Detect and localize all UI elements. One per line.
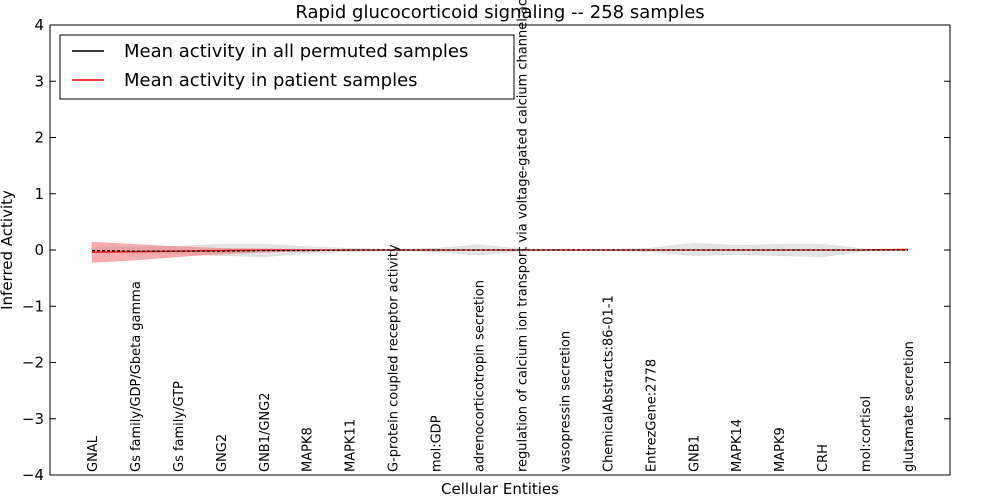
category-label: mol:cortisol [859, 396, 874, 472]
category-label: MAPK11 [344, 419, 359, 472]
chart-title: Rapid glucocorticoid signaling -- 258 sa… [295, 2, 704, 23]
series-line-permuted [91, 249, 908, 252]
category-label: GNAL [86, 435, 101, 472]
category-label: glutamate secretion [902, 341, 917, 472]
category-label: GNG2 [215, 434, 230, 472]
y-tick-label: −1 [22, 297, 44, 315]
x-axis-label: Cellular Entities [441, 480, 559, 498]
y-tick-label: −3 [22, 410, 44, 428]
category-label: GNB1 [687, 435, 702, 472]
category-label: Gs family/GTP [172, 381, 187, 472]
y-tick-label: 1 [34, 185, 44, 203]
y-tick-label: −2 [22, 354, 44, 372]
legend-label-patient: Mean activity in patient samples [124, 70, 418, 91]
legend-label-permuted: Mean activity in all permuted samples [124, 41, 468, 62]
category-label: regulation of calcium ion transport via … [515, 0, 530, 472]
y-axis-label: Inferred Activity [0, 190, 16, 310]
y-tick-label: 3 [34, 72, 44, 90]
legend-box [59, 34, 515, 100]
category-label: mol:GDP [430, 415, 445, 472]
category-label: EntrezGene:2778 [644, 359, 659, 472]
y-tick-label: 2 [34, 129, 44, 147]
y-tick-label: −4 [22, 466, 44, 484]
legend: Mean activity in all permuted samples Me… [59, 34, 515, 100]
category-label: GNB1/GNG2 [258, 392, 273, 472]
category-label: Gs family/GDP/Gbeta gamma [129, 281, 144, 472]
category-label: adrenocorticotropin secretion [473, 280, 488, 472]
category-label: vasopressin secretion [558, 331, 573, 472]
category-label: MAPK14 [730, 419, 745, 472]
y-tick-label: 0 [34, 241, 44, 259]
category-label: G-protein coupled receptor activity [387, 244, 402, 472]
y-tick-label: 4 [34, 16, 44, 34]
category-label: ChemicalAbstracts:86-01-1 [601, 295, 616, 472]
category-label: MAPK9 [773, 427, 788, 472]
category-label: CRH [816, 444, 831, 472]
category-label: MAPK8 [301, 427, 316, 472]
